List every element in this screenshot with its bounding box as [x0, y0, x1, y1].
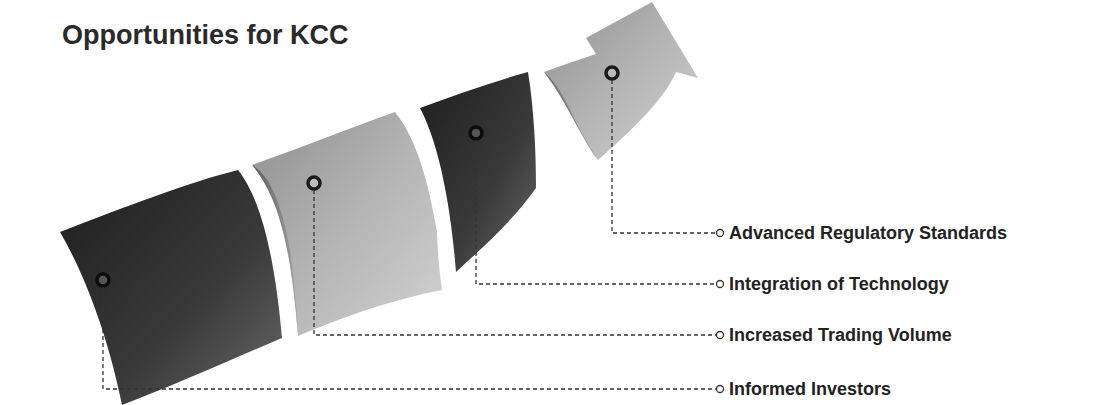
leader-line — [476, 140, 716, 284]
leader-line — [314, 190, 716, 335]
ribbon-arrow — [544, 2, 698, 160]
callout-label: Advanced Regulatory Standards — [729, 222, 1007, 244]
ribbon-marker — [606, 67, 618, 79]
ribbon-marker — [97, 274, 109, 286]
diagram-title: Opportunities for KCC — [62, 20, 348, 51]
leader-end — [717, 332, 724, 339]
ribbon-band — [252, 112, 442, 336]
callout-label: Increased Trading Volume — [729, 324, 952, 346]
leader-line — [612, 80, 716, 233]
ribbon-marker — [470, 127, 482, 139]
leader-end — [717, 281, 724, 288]
ribbon-band — [420, 72, 536, 272]
ribbon-fold-shade — [252, 165, 298, 336]
ribbon-marker — [308, 177, 320, 189]
ribbon-band — [60, 170, 282, 405]
leader-end — [717, 230, 724, 237]
leader-line — [103, 287, 716, 389]
callout-label: Informed Investors — [729, 378, 891, 400]
leader-end — [717, 386, 724, 393]
ribbon-fold-shade — [544, 72, 598, 160]
callout-label: Integration of Technology — [729, 273, 949, 295]
